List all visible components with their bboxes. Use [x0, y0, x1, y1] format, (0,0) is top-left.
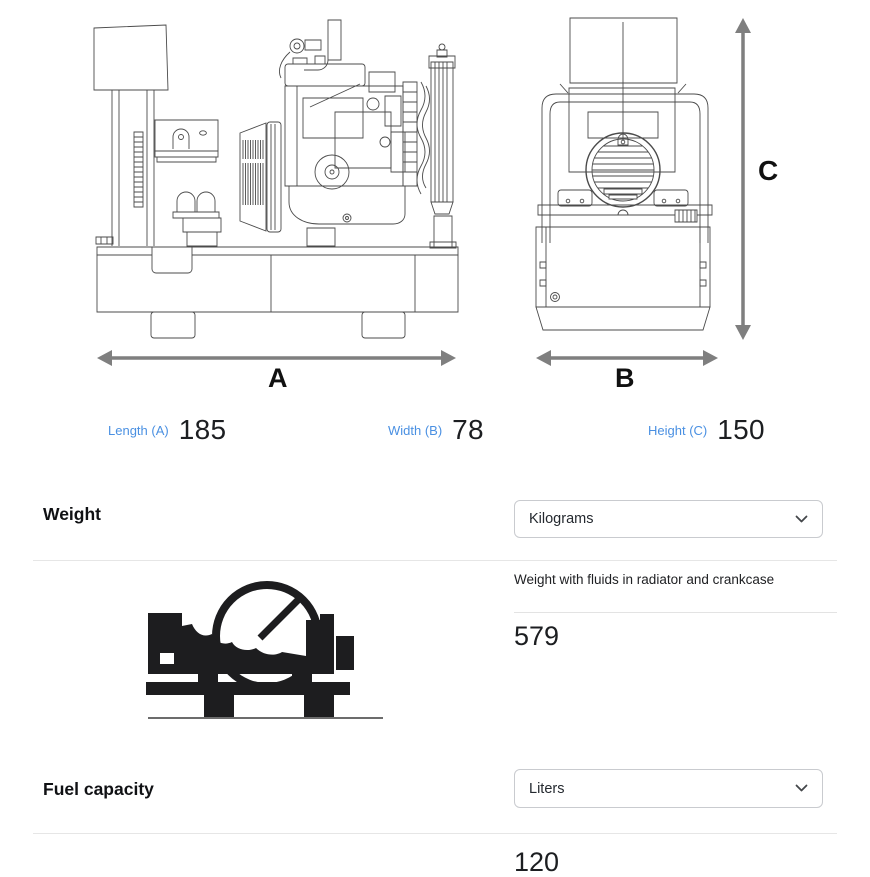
dimension-height-label: Height (C): [648, 422, 708, 438]
weight-unit-select[interactable]: Kilograms: [514, 500, 823, 538]
width-arrow: B: [536, 350, 718, 390]
length-arrow: A: [97, 350, 456, 390]
height-arrow: C: [735, 18, 778, 340]
gauge-needle: [260, 600, 298, 638]
dimension-length: Length (A) 185: [108, 414, 226, 446]
dimension-width-value: 78: [452, 414, 484, 445]
section-divider: [33, 833, 837, 834]
genset-front-view-drawing: C B: [530, 12, 778, 390]
weight-unit-selected: Kilograms: [529, 511, 594, 527]
generator-icon: [146, 568, 390, 723]
length-arrow-label: A: [268, 363, 288, 390]
fuel-section-title: Fuel capacity: [43, 779, 154, 799]
weight-section-title: Weight: [43, 504, 102, 524]
genset-side-view-drawing: A: [85, 12, 470, 390]
section-divider: [33, 560, 837, 561]
fuel-unit-selected: Liters: [529, 780, 565, 797]
weight-spec-value: 579: [514, 621, 560, 651]
dimension-width-label: Width (B): [388, 422, 443, 438]
fuel-spec-value: 120: [514, 847, 560, 877]
fuel-unit-select[interactable]: Liters: [514, 769, 823, 808]
dimension-height-value: 150: [717, 414, 765, 445]
height-arrow-label: C: [758, 155, 778, 186]
dimension-length-label: Length (A): [108, 422, 169, 438]
dimension-width: Width (B) 78: [388, 414, 484, 446]
chevron-down-icon: [795, 784, 808, 793]
dimension-length-value: 185: [178, 414, 227, 445]
weight-spec-label: Weight with fluids in radiator and crank…: [514, 572, 775, 587]
width-arrow-label: B: [615, 363, 635, 390]
dimension-height: Height (C) 150: [648, 414, 765, 446]
chevron-down-icon: [795, 515, 808, 524]
spec-divider: [514, 612, 837, 613]
